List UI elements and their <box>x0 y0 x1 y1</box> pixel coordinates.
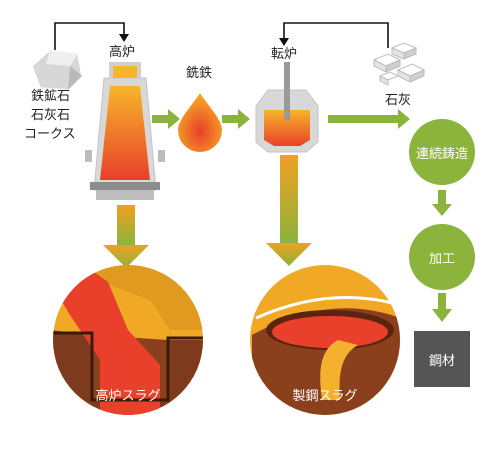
iron-ore-icon <box>31 49 83 91</box>
flow-arrow-converter-to-casting <box>328 109 410 129</box>
label-steelmaking-slag: 製鋼スラグ <box>292 388 358 404</box>
blast-furnace-icon <box>85 62 165 200</box>
label-bf-slag: 高炉スラグ <box>95 388 161 404</box>
flow-arrow-processing-to-steel <box>432 293 452 322</box>
flow-arrow-bf-to-slag <box>103 205 149 268</box>
label-limestone: 石灰石 <box>31 108 71 123</box>
steelmaking-slag-illustration <box>250 265 400 415</box>
flow-arrow-pig-iron-to-converter <box>222 109 250 129</box>
processing-node <box>409 224 475 290</box>
label-processing: 加工 <box>428 251 455 267</box>
continuous-casting-node <box>409 119 475 185</box>
lime-feed-arrow <box>279 22 389 48</box>
label-pig-iron: 銑鉄 <box>186 66 213 81</box>
label-coke: コークス <box>24 127 76 142</box>
steel-product-box <box>414 331 470 387</box>
bf-slag-illustration <box>53 265 203 415</box>
converter-icon <box>255 62 319 153</box>
lime-icon <box>372 42 426 86</box>
label-steel: 鋼材 <box>428 353 455 369</box>
label-converter: 転炉 <box>271 47 298 62</box>
flow-arrow-casting-to-processing <box>432 190 452 216</box>
label-lime: 石灰 <box>385 93 412 108</box>
pig-iron-droplet-icon <box>178 93 222 152</box>
raw-material-feed-arrow <box>54 22 129 55</box>
label-iron-ore: 鉄鉱石 <box>31 89 71 104</box>
label-continuous-casting: 連続鋳造 <box>415 146 468 162</box>
flow-arrow-converter-to-slag <box>266 155 312 266</box>
label-blast-furnace: 高炉 <box>109 45 136 60</box>
flow-arrow-bf-to-pig-iron <box>152 109 180 129</box>
